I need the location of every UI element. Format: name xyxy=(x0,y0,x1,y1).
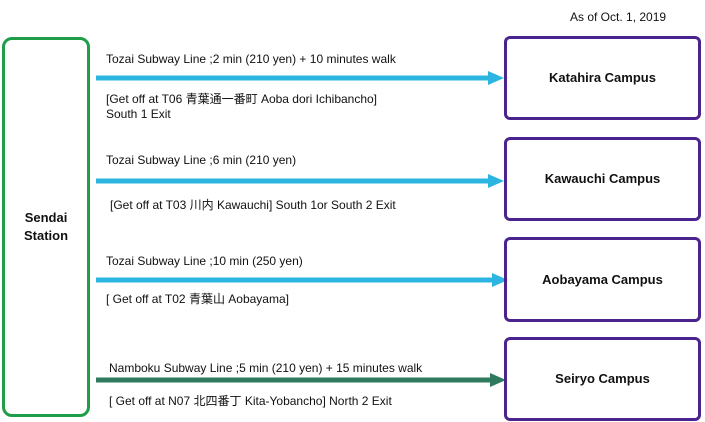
route-katahira-line-info: Tozai Subway Line ;2 min (210 yen) + 10 … xyxy=(106,52,396,66)
sendai-station-label: Sendai Station xyxy=(23,210,69,243)
campus-katahira-label: Katahira Campus xyxy=(549,70,656,85)
campus-seiryo: Seiryo Campus xyxy=(504,337,701,421)
route-seiryo-arrow xyxy=(96,373,506,387)
route-aobayama-arrow xyxy=(96,273,508,287)
sendai-station-box: Sendai Station xyxy=(2,37,90,417)
campus-aobayama-label: Aobayama Campus xyxy=(542,271,663,287)
campus-aobayama: Aobayama Campus xyxy=(504,237,701,322)
route-katahira-arrow xyxy=(96,71,504,85)
campus-kawauchi-label: Kawauchi Campus xyxy=(544,171,661,186)
as-of-date: As of Oct. 1, 2019 xyxy=(570,10,667,24)
campus-seiryo-label: Seiryo Campus xyxy=(555,371,650,386)
route-katahira-exit-2: South 1 Exit xyxy=(106,107,171,121)
route-seiryo-line-info: Namboku Subway Line ;5 min (210 yen) + 1… xyxy=(109,361,423,375)
route-kawauchi-line-info: Tozai Subway Line ;6 min (210 yen) xyxy=(106,153,297,167)
campus-kawauchi: Kawauchi Campus xyxy=(504,137,701,221)
campus-katahira: Katahira Campus xyxy=(504,36,701,120)
route-kawauchi-arrow xyxy=(96,174,504,188)
route-seiryo-exit: [ Get off at N07 北四番丁 Kita-Yobancho] Nor… xyxy=(109,394,392,408)
route-aobayama-line-info: Tozai Subway Line ;10 min (250 yen) xyxy=(106,254,303,268)
route-kawauchi-exit: [Get off at T03 川内 Kawauchi] South 1or S… xyxy=(110,198,396,212)
route-aobayama-exit: [ Get off at T02 青葉山 Aobayama] xyxy=(106,292,289,306)
route-katahira-exit-1: [Get off at T06 青葉通一番町 Aoba dori Ichiban… xyxy=(106,92,378,106)
